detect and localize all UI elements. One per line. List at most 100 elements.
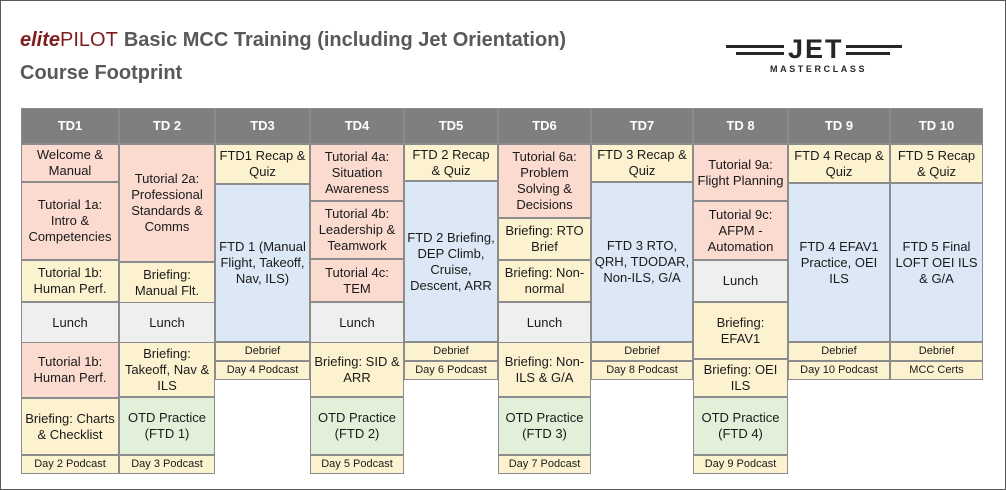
session-text: Tutorial 1b: Human Perf. [33,265,107,296]
session-text: FTD 4 EFAV1 Practice, OEI ILS [799,238,879,286]
session-td6-1: Tutorial 6a: Problem Solving & Decisions [498,144,591,218]
session-text: Day 5 Podcast [321,458,393,470]
session-td-10-2: FTD 5 Final LOFT OEI ILS & G/A [890,183,983,342]
session-td1-3: Tutorial 1b: Human Perf. [21,260,119,302]
logo-bar-left-bottom [736,52,784,55]
session-td-2-2: Briefing: Manual Flt. [119,262,215,304]
session-td6-5: Briefing: Non-ILS & G/A [498,342,591,397]
session-text: Debrief [433,345,469,357]
session-td1-7: Day 2 Podcast [21,455,119,474]
session-td4-6: OTD Practice (FTD 2) [310,397,404,455]
session-td-9-1: FTD 4 Recap & Quiz [788,144,890,183]
session-td4-3: Tutorial 4c: TEM [310,259,404,302]
session-text: Briefing: OEI ILS [703,362,778,393]
session-text: FTD 3 Recap & Quiz [597,147,687,178]
session-text: OTD Practice (FTD 3) [505,410,584,441]
session-text: FTD 2 Recap & Quiz [412,146,490,178]
session-td1-5: Tutorial 1b: Human Perf. [21,342,119,398]
session-text: Tutorial 1b: Human Perf. [33,354,107,385]
session-td4-4: Lunch [310,302,404,344]
session-td-8-6: OTD Practice (FTD 4) [693,397,788,455]
page-subtitle: Course Footprint [20,62,183,84]
day-header-td6: TD6 [498,108,591,144]
session-text: FTD 5 Recap & Quiz [897,147,976,179]
day-header-td5: TD5 [404,108,498,144]
session-td-10-3: Debrief [890,342,983,361]
session-td-10-4: MCC Certs [890,361,983,380]
logo-word: JET [788,34,844,64]
brand-pilot: PILOT [60,29,118,51]
session-text: Day 7 Podcast [508,458,581,470]
day-header-td4: TD4 [310,108,404,144]
session-td5-4: Day 6 Podcast [404,361,498,380]
session-td5-1: FTD 2 Recap & Quiz [404,144,498,181]
logo-bar-right-top [846,45,902,48]
session-text: Day 2 Podcast [34,458,106,470]
session-text: Briefing: Non-ILS & G/A [504,353,585,385]
session-text: Briefing: Takeoff, Nav & ILS [124,345,210,393]
session-text: MCC Certs [909,364,964,376]
session-td3-4: Day 4 Podcast [215,361,310,380]
session-td-8-5: Briefing: OEI ILS [693,359,788,397]
session-text: Tutorial 4c: TEM [325,264,389,296]
session-td-8-2: Tutorial 9c: AFPM - Automation [693,201,788,260]
session-text: Tutorial 9c: AFPM - Automation [707,206,774,254]
session-text: Day 6 Podcast [415,364,487,376]
session-td6-2: Briefing: RTO Brief [498,218,591,260]
session-td-9-2: FTD 4 EFAV1 Practice, OEI ILS [788,183,890,342]
session-text: OTD Practice (FTD 1) [127,410,206,441]
session-text: Tutorial 9a: Flight Planning [697,156,784,188]
session-text: Day 4 Podcast [226,364,299,376]
session-td4-7: Day 5 Podcast [310,455,404,474]
session-text: Lunch [722,273,759,288]
day-header-td-10: TD 10 [890,108,983,144]
session-text: Briefing: SID & ARR [314,353,400,385]
session-text: FTD 4 Recap & Quiz [794,147,884,179]
session-td5-3: Debrief [404,342,498,361]
logo-bar-left-top [726,45,784,48]
session-td6-7: Day 7 Podcast [498,455,591,474]
session-td7-3: Debrief [591,342,693,361]
day-header-td-9: TD 9 [788,108,890,144]
session-text: Tutorial 6a: Problem Solving & Decisions [512,149,577,212]
session-td1-2: Tutorial 1a: Intro & Competencies [21,182,119,260]
session-text: Welcome & Manual [36,147,104,178]
session-text: FTD1 Recap & Quiz [219,148,306,179]
session-td4-1: Tutorial 4a: Situation Awareness [310,144,404,201]
session-td5-2: FTD 2 Briefing, DEP Climb, Cruise, Desce… [404,181,498,342]
session-text: Briefing: RTO Brief [505,223,584,254]
session-text: Briefing: Charts & Checklist [25,410,115,442]
session-td6-6: OTD Practice (FTD 3) [498,397,591,455]
session-text: Briefing: EFAV1 [716,314,765,346]
session-td1-6: Briefing: Charts & Checklist [21,398,119,455]
day-header-td-2: TD 2 [119,108,215,144]
session-text: Tutorial 2a: Professional Standards & Co… [131,171,203,234]
session-td-2-1: Tutorial 2a: Professional Standards & Co… [119,144,215,262]
session-text: OTD Practice (FTD 4) [701,410,780,441]
logo-bar-right-bottom [846,52,890,55]
session-td3-2: FTD 1 (Manual Flight, Takeoff, Nav, ILS) [215,184,310,342]
session-text: Day 3 Podcast [131,458,203,470]
session-td7-1: FTD 3 Recap & Quiz [591,144,693,182]
session-text: Debrief [244,345,281,357]
course-title: Basic MCC Training (including Jet Orient… [123,29,567,51]
session-text: Lunch [52,315,88,330]
session-td4-2: Tutorial 4b: Leadership & Teamwork [310,201,404,259]
logo-tagline: MASTERCLASS [770,64,868,74]
brand-elite: elite [20,29,61,51]
session-text: Tutorial 4a: Situation Awareness [324,148,390,196]
session-text: OTD Practice (FTD 2) [317,410,396,441]
session-text: Briefing: Manual Flt. [134,267,200,298]
session-td3-1: FTD1 Recap & Quiz [215,144,310,184]
session-td-8-3: Lunch [693,260,788,302]
session-td1-1: Welcome & Manual [21,144,119,182]
session-td-2-6: Day 3 Podcast [119,455,215,474]
session-td3-3: Debrief [215,342,310,361]
session-td-2-3: Lunch [119,302,215,344]
session-td-8-1: Tutorial 9a: Flight Planning [693,144,788,201]
session-text: FTD 2 Briefing, DEP Climb, Cruise, Desce… [407,229,495,293]
session-td-2-5: OTD Practice (FTD 1) [119,397,215,455]
session-text: Lunch [149,315,185,330]
session-td4-5: Briefing: SID & ARR [310,342,404,397]
